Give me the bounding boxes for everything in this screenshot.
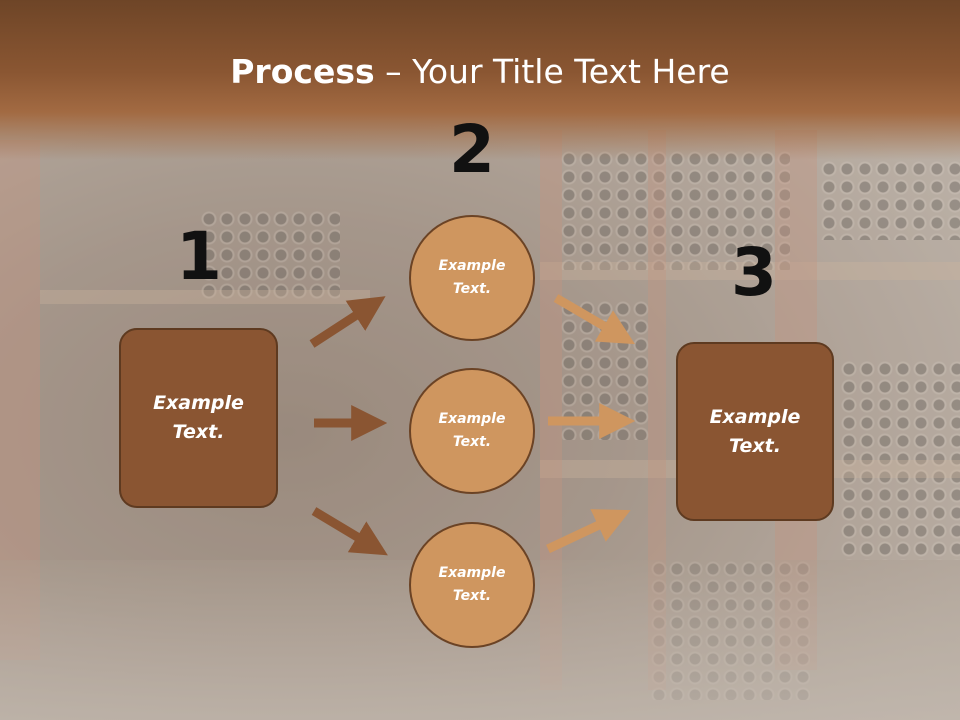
- step-2-circle-bottom: Example Text.: [409, 522, 535, 648]
- step-3-text-line2: Text.: [729, 434, 781, 457]
- arrow-top-to-right: [553, 294, 635, 345]
- circle-middle-line1: Example: [438, 411, 506, 427]
- circle-top-line2: Text.: [452, 281, 492, 297]
- step-1-text-line1: Example: [153, 392, 244, 414]
- title-rest: – Your Title Text Here: [374, 52, 730, 91]
- step-3-text-line1: Example: [709, 405, 801, 428]
- title-bold: Process: [230, 52, 375, 91]
- title-banner: [0, 0, 960, 160]
- circle-bottom-line1: Example: [438, 565, 506, 581]
- step-2-circle-top: Example Text.: [409, 215, 535, 341]
- step-2-circle-middle: Example Text.: [409, 368, 535, 494]
- step-1-box: Example Text.: [119, 328, 278, 508]
- circle-middle-line2: Text.: [452, 434, 492, 450]
- step-number-1: 1: [176, 218, 222, 295]
- step-number-3: 3: [731, 234, 777, 311]
- step-number-2: 2: [449, 111, 495, 188]
- step-1-text-line2: Text.: [172, 421, 225, 443]
- circle-bottom-line2: Text.: [452, 588, 492, 604]
- circle-top-line1: Example: [438, 258, 506, 274]
- arrow-bottom-to-right: [546, 509, 631, 554]
- arrow-left-to-top: [309, 296, 386, 348]
- slide-title: Process – Your Title Text Here: [0, 52, 960, 91]
- arrow-left-to-bottom: [311, 507, 388, 556]
- step-3-box: Example Text.: [676, 342, 834, 521]
